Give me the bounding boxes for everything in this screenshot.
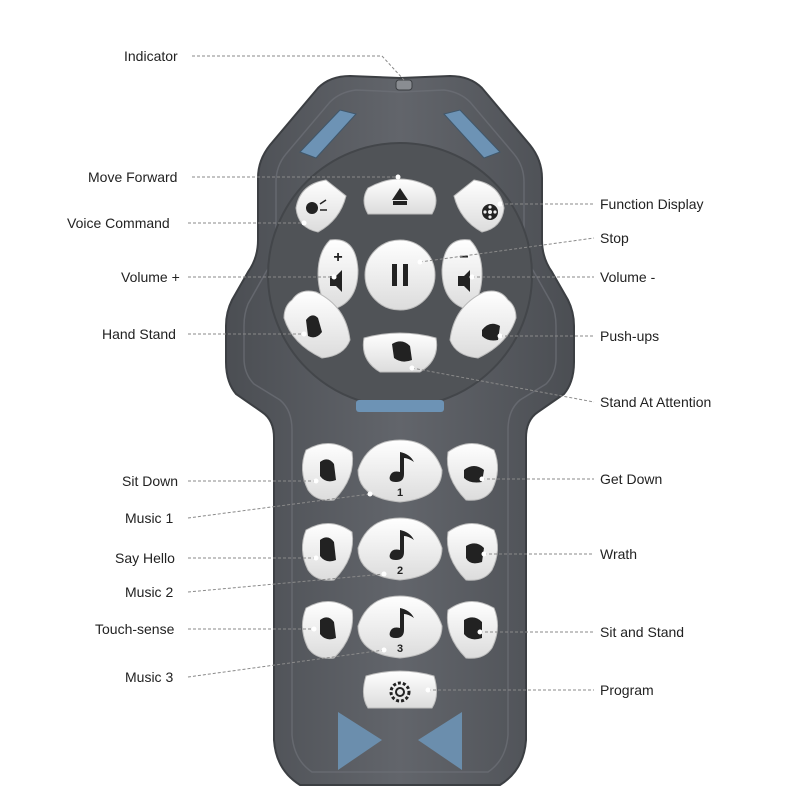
accent-middle: [356, 400, 444, 412]
label-volume-plus: Volume +: [121, 269, 180, 285]
indicator-light: [395, 79, 413, 91]
say-hello-button[interactable]: [302, 523, 354, 581]
dog-icon: [464, 466, 484, 483]
dog-icon: [320, 459, 336, 482]
dog-icon: [306, 315, 322, 338]
label-music-3: Music 3: [125, 669, 174, 685]
label-indicator: Indicator: [124, 48, 178, 64]
music-2-button[interactable]: 2: [357, 517, 443, 581]
accent-left: [299, 109, 357, 159]
dog-icon: [466, 543, 484, 564]
dog-icon: [392, 341, 412, 362]
leader-lines: [187, 55, 595, 691]
label-move-forward: Move Forward: [88, 169, 178, 185]
label-volume-minus: Volume -: [600, 269, 656, 285]
speaker-icon: [458, 270, 470, 292]
dog-icon: [464, 617, 482, 640]
speaker-icon: [330, 270, 342, 292]
label-stand-at-attention: Stand At Attention: [600, 394, 712, 410]
label-wrath: Wrath: [600, 546, 638, 562]
touch-sense-button[interactable]: [302, 601, 354, 659]
leader-endpoints: [301, 174, 503, 693]
push-ups-button[interactable]: [449, 290, 517, 359]
accent-bottom-left: [338, 712, 382, 770]
dog-icon: [320, 537, 336, 562]
music-note-icon: [389, 608, 414, 638]
accent-bottom-right: [418, 712, 462, 770]
voice-command-button[interactable]: [295, 179, 347, 233]
music-2-number: 2: [397, 565, 403, 577]
function-display-button[interactable]: [453, 179, 505, 233]
label-touch-sense: Touch-sense: [95, 621, 175, 637]
minus-icon: −: [459, 249, 468, 266]
move-forward-button[interactable]: [363, 178, 437, 215]
dog-icon: [482, 323, 500, 341]
hand-stand-button[interactable]: [283, 290, 351, 359]
dog-icon: [320, 617, 336, 640]
stop-button[interactable]: [364, 239, 436, 311]
label-music-2: Music 2: [125, 584, 174, 600]
label-sit-and-stand: Sit and Stand: [600, 624, 685, 640]
arrow-up-icon: [392, 188, 408, 200]
label-stop: Stop: [600, 230, 629, 246]
get-down-button[interactable]: [446, 443, 498, 501]
stand-at-attention-button[interactable]: [362, 332, 438, 373]
sit-down-button[interactable]: [302, 443, 354, 501]
sit-and-stand-button[interactable]: [446, 601, 498, 659]
music-note-icon: [389, 452, 414, 482]
label-push-ups: Push-ups: [600, 328, 660, 344]
label-function-display: Function Display: [600, 196, 704, 212]
music-3-button[interactable]: 3: [357, 595, 443, 659]
wrath-button[interactable]: [446, 523, 498, 581]
volume-up-button[interactable]: +: [317, 239, 359, 311]
pause-icon: [392, 264, 397, 286]
music-note-icon: [389, 530, 414, 560]
plus-icon: +: [333, 249, 342, 266]
label-music-1: Music 1: [125, 510, 174, 526]
voice-icon: [306, 202, 318, 214]
label-voice-command: Voice Command: [67, 215, 170, 231]
music-1-button[interactable]: 1: [357, 439, 443, 503]
music-3-number: 3: [397, 643, 403, 655]
label-sit-down: Sit Down: [122, 473, 179, 489]
label-get-down: Get Down: [600, 471, 663, 487]
gear-icon: [389, 681, 411, 703]
label-hand-stand: Hand Stand: [102, 326, 176, 342]
accent-right: [443, 109, 501, 159]
label-program: Program: [600, 682, 654, 698]
music-1-number: 1: [397, 487, 403, 499]
program-button[interactable]: [362, 670, 438, 709]
label-say-hello: Say Hello: [115, 550, 175, 566]
